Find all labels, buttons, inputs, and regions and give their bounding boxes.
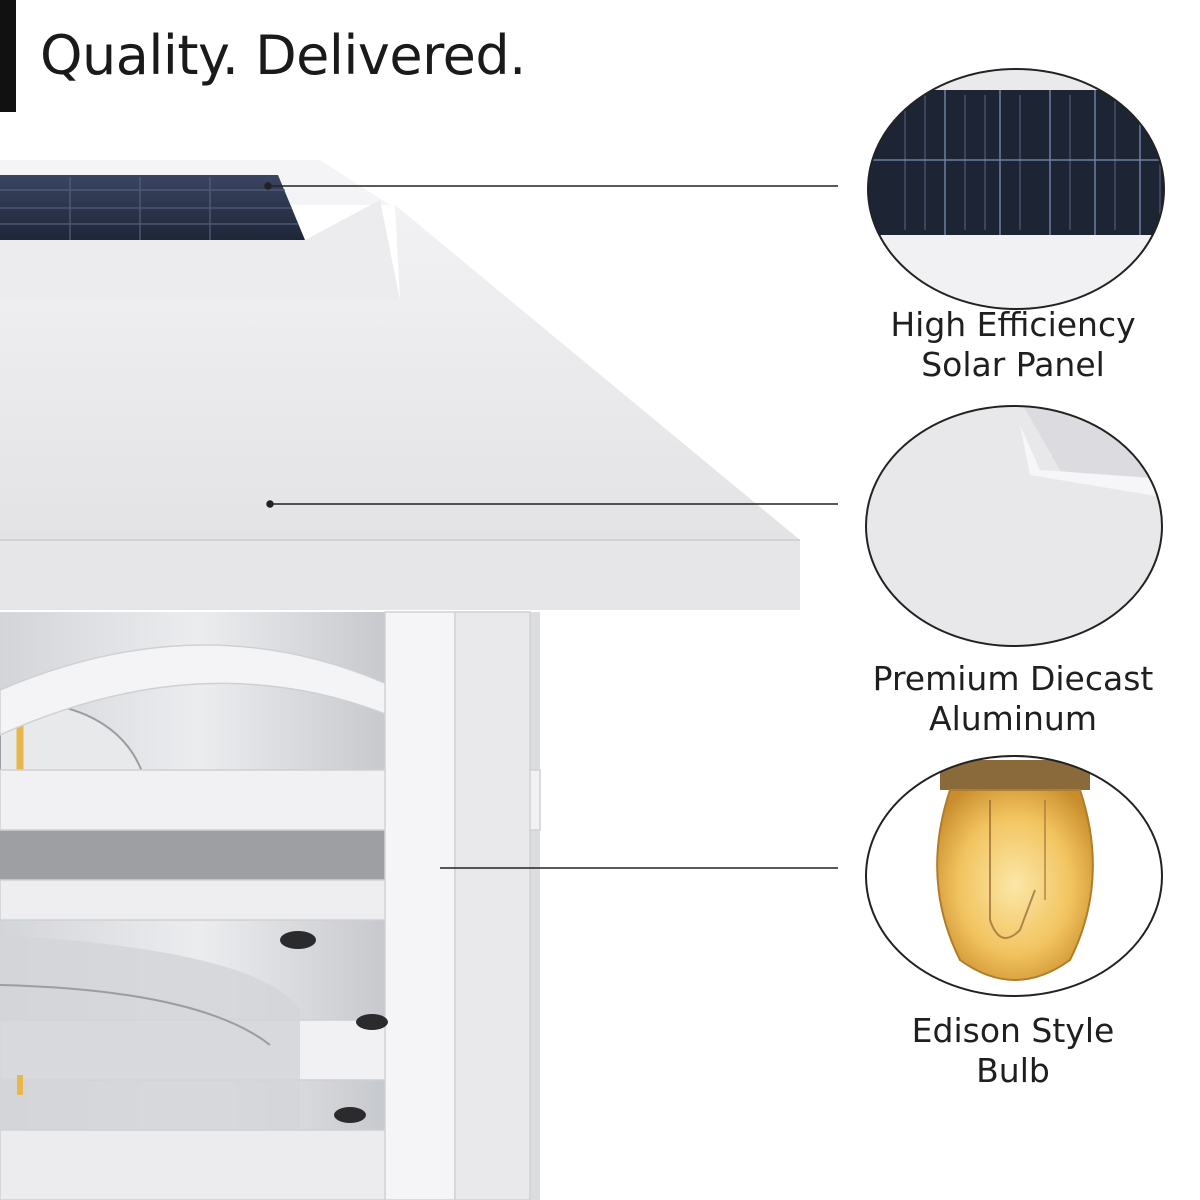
lamp-cap-skirt: [0, 200, 400, 300]
callout-label-solar-panel: High Efficiency Solar Panel: [890, 305, 1136, 384]
lamp-roof-edge: [0, 540, 800, 610]
aluminum-surface-closeup: [865, 405, 1163, 647]
headline: Quality. Delivered.: [40, 24, 526, 87]
lamp-body: [0, 160, 800, 1200]
callout-label-bulb: Edison Style Bulb: [911, 1011, 1115, 1090]
edison-bulb-closeup: [865, 755, 1163, 997]
accent-bar: [0, 0, 16, 112]
callout-lines: [264, 182, 838, 869]
callout-label-aluminum: Premium Diecast Aluminum: [872, 659, 1154, 738]
solar-panel-closeup: [867, 68, 1165, 310]
lamp-roof: [0, 205, 800, 540]
